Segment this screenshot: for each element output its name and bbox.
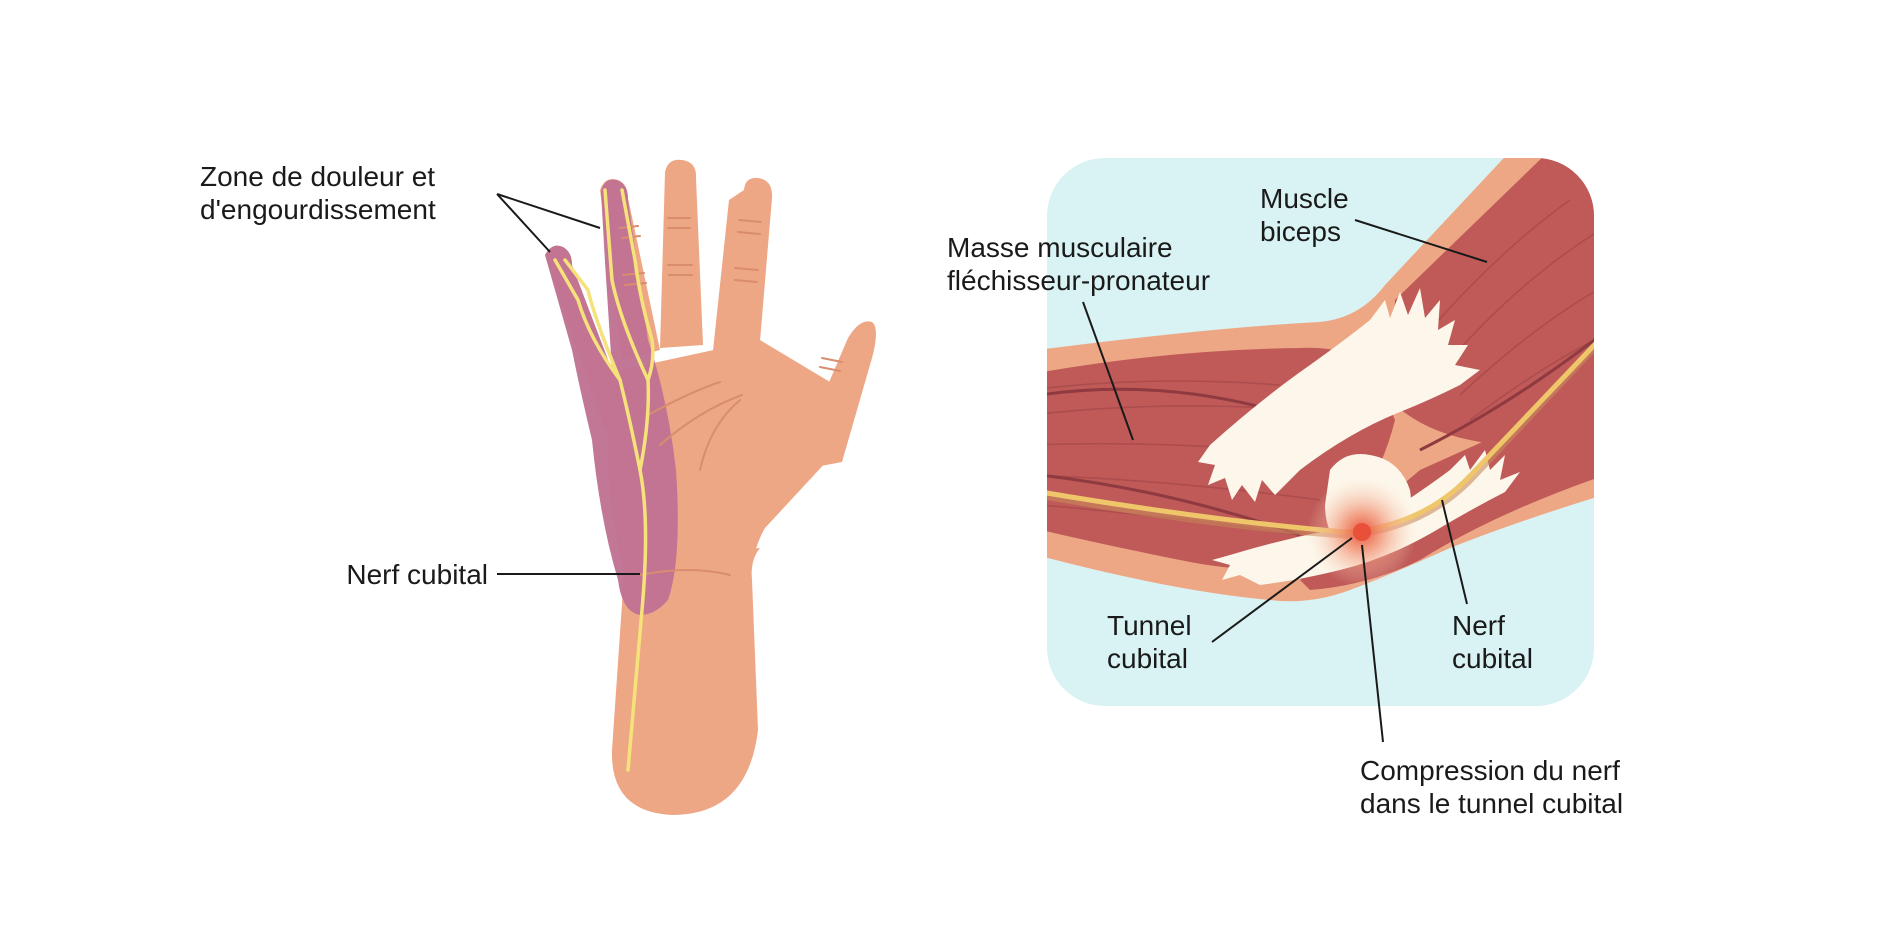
label-biceps: Muscle biceps	[1260, 183, 1356, 247]
label-elbow-nerve: Nerf cubital	[1452, 610, 1533, 674]
label-flexor-mass: Masse musculaire fléchisseur-pronateur	[947, 232, 1210, 296]
label-pain-zone-line-1: Zone de douleur et	[200, 161, 435, 192]
thumb-shape	[770, 321, 876, 470]
label-compression-line-1: Compression du nerf	[1360, 755, 1620, 786]
leader-biceps	[1354, 219, 1488, 263]
leader-pain-zone	[496, 193, 601, 253]
biceps-boundary	[1419, 318, 1594, 452]
elbow-panel	[1047, 158, 1594, 706]
label-tunnel-line-1: Tunnel	[1107, 610, 1192, 641]
label-elbow-nerve-line-2: cubital	[1452, 643, 1533, 674]
label-biceps-line-1: Muscle	[1260, 183, 1349, 214]
label-compression: Compression du nerf dans le tunnel cubit…	[1360, 755, 1628, 819]
label-tunnel-line-2: cubital	[1107, 643, 1188, 674]
pain-zone	[545, 179, 678, 615]
label-flexor-mass-line-2: fléchisseur-pronateur	[947, 265, 1210, 296]
label-compression-line-2: dans le tunnel cubital	[1360, 788, 1623, 819]
hand-illustration	[545, 159, 876, 815]
label-hand-nerve: Nerf cubital	[346, 559, 488, 590]
leader-lines	[496, 193, 1488, 743]
leader-compression	[1361, 544, 1384, 743]
index-finger	[712, 177, 773, 365]
label-hand-nerve-line-1: Nerf cubital	[346, 559, 488, 590]
leader-elbow-nerve	[1441, 499, 1468, 605]
lower-tendon	[1212, 450, 1520, 585]
hand-ulnar-nerve	[553, 188, 655, 772]
wrist-shape	[611, 548, 760, 815]
label-elbow-nerve-line-1: Nerf	[1452, 610, 1505, 641]
leader-flexor-mass	[1082, 301, 1134, 441]
label-biceps-line-2: biceps	[1260, 216, 1341, 247]
label-pain-zone-line-2: d'engourdissement	[200, 194, 436, 225]
label-flexor-mass-line-1: Masse musculaire	[947, 232, 1173, 263]
label-tunnel: Tunnel cubital	[1107, 610, 1199, 674]
middle-finger	[660, 159, 703, 348]
compression-point	[1353, 523, 1371, 541]
leader-tunnel	[1211, 537, 1353, 643]
hand-creases	[619, 217, 843, 576]
label-pain-zone: Zone de douleur et d'engourdissement	[200, 161, 443, 225]
upper-tendon	[1198, 288, 1480, 502]
